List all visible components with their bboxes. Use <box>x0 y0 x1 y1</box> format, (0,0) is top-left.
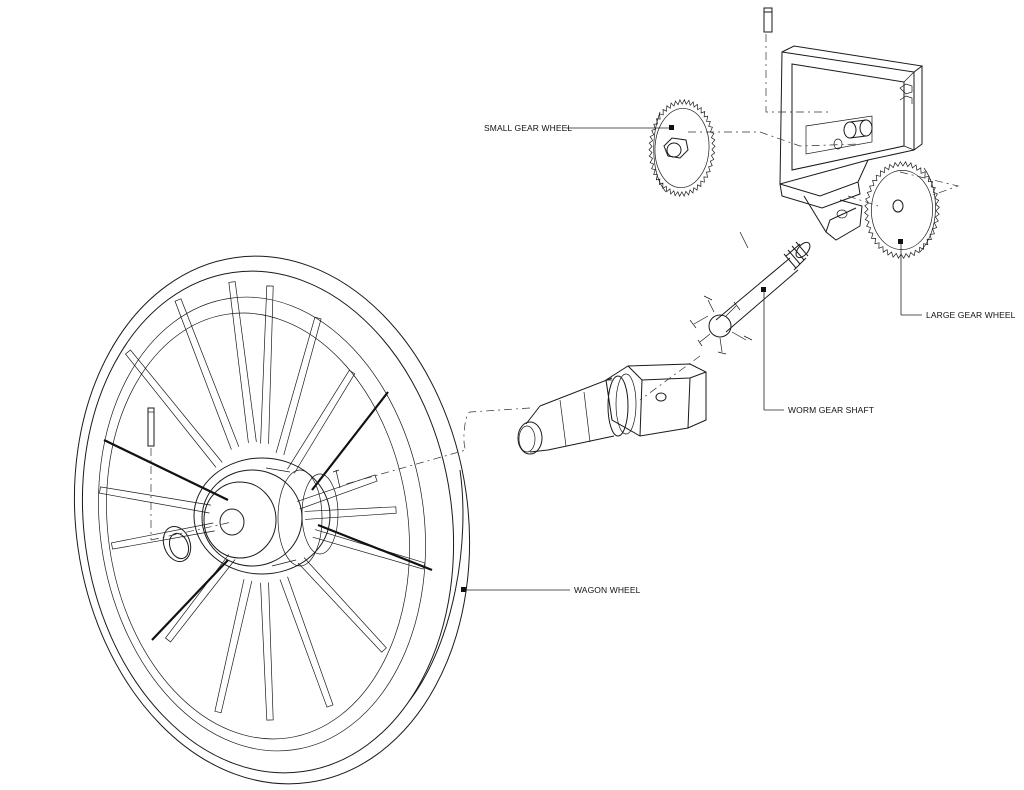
small-gear-bore <box>666 142 682 158</box>
wheel-spoke-16 <box>99 486 211 514</box>
worm-gear-shaft-leader <box>761 287 784 411</box>
wheel-spoke-9 <box>312 529 426 570</box>
wheel-spoke-5 <box>275 316 322 456</box>
wagon-wheel <box>73 255 471 785</box>
wheel-hub <box>193 457 339 575</box>
small-gear-wheel-label: SMALL GEAR WHEEL <box>484 123 573 133</box>
wagon-wheel-leader <box>461 587 570 592</box>
wheel-spoke-13 <box>214 579 253 714</box>
small-gear-hub-boss <box>663 137 689 159</box>
wheel-spoke-3 <box>228 281 257 444</box>
large-gear-edge <box>919 167 936 253</box>
wheel-spoke-10 <box>297 557 387 653</box>
small-gear-edge <box>653 111 667 193</box>
wheel-spoke-11 <box>279 576 334 708</box>
large-gear-wheel-label: LARGE GEAR WHEEL <box>926 310 1016 320</box>
worm-gear-shaft-label: WORM GEAR SHAFT <box>788 405 875 415</box>
large-gear-leader <box>898 239 922 316</box>
small-gear-wheel <box>648 98 716 198</box>
small-gear-leader <box>566 125 674 130</box>
wheel-spoke-1 <box>125 349 223 468</box>
wheel-spoke-15 <box>111 522 215 550</box>
small-gear-teeth <box>648 98 716 198</box>
wheel-spoke-14 <box>164 554 236 643</box>
small-gear-rim <box>654 108 710 188</box>
wagon-wheel-label: WAGON WHEEL <box>574 585 641 595</box>
washer-ring <box>162 526 192 562</box>
worm-gear-shaft <box>639 231 811 401</box>
wheel-spoke-8 <box>304 506 397 520</box>
wheel-spokes <box>99 281 426 721</box>
wheel-spoke-4 <box>260 285 274 444</box>
gear-housing <box>763 7 924 241</box>
linch-pin <box>147 407 155 447</box>
wheel-spoke-6 <box>287 369 356 474</box>
axle <box>517 363 707 455</box>
wheel-spoke-7 <box>297 474 378 510</box>
wheel-spoke-12 <box>260 582 274 721</box>
large-gear-teeth <box>864 160 940 260</box>
wheel-spoke-2 <box>174 298 240 450</box>
large-gear-bore <box>892 199 904 213</box>
